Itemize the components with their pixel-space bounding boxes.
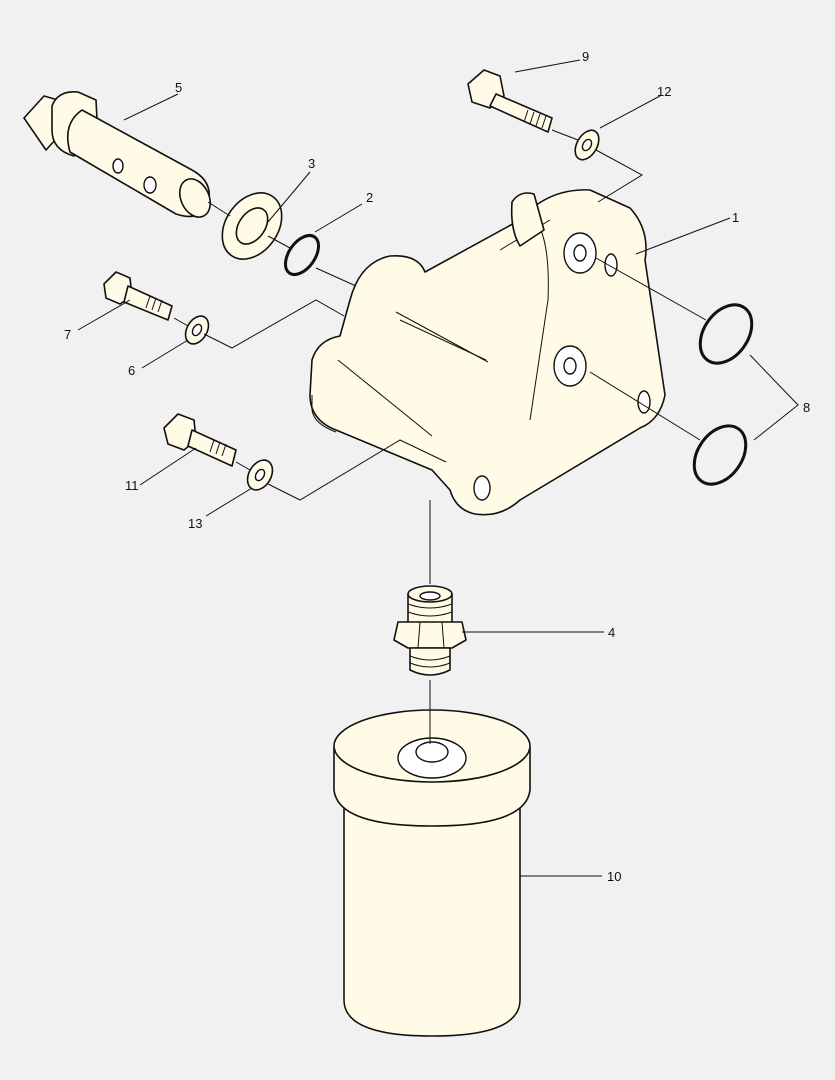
callout-6: 6 [128,363,135,378]
callout-4: 4 [608,625,615,640]
callout-8: 8 [803,400,810,415]
part-11-bolt [163,413,237,467]
part-2-o-ring [283,233,321,277]
part-6-washer [184,315,210,345]
callout-13: 13 [188,516,202,531]
part-3-washer [221,192,283,260]
part-13-washer [246,459,274,491]
part-7-bolt [103,271,173,321]
callout-3: 3 [308,156,315,171]
part-9-bolt [467,69,553,133]
callout-1: 1 [732,210,739,225]
callout-11: 11 [125,478,139,493]
leader-lines [77,59,799,877]
part-4-adapter-nipple [393,585,467,676]
part-8-o-rings [692,303,754,486]
callout-10: 10 [607,869,621,884]
callout-7: 7 [64,327,71,342]
callout-labels: 1 2 3 4 5 6 7 8 9 10 11 12 13 [64,49,810,884]
part-10-filter-cartridge [333,709,531,1037]
callout-2: 2 [366,190,373,205]
callout-9: 9 [582,49,589,64]
callout-12: 12 [657,84,671,99]
part-12-washer [574,129,600,161]
callout-5: 5 [175,80,182,95]
part-5-valve-plunger [23,90,212,218]
part-1-filter-head [309,189,666,516]
